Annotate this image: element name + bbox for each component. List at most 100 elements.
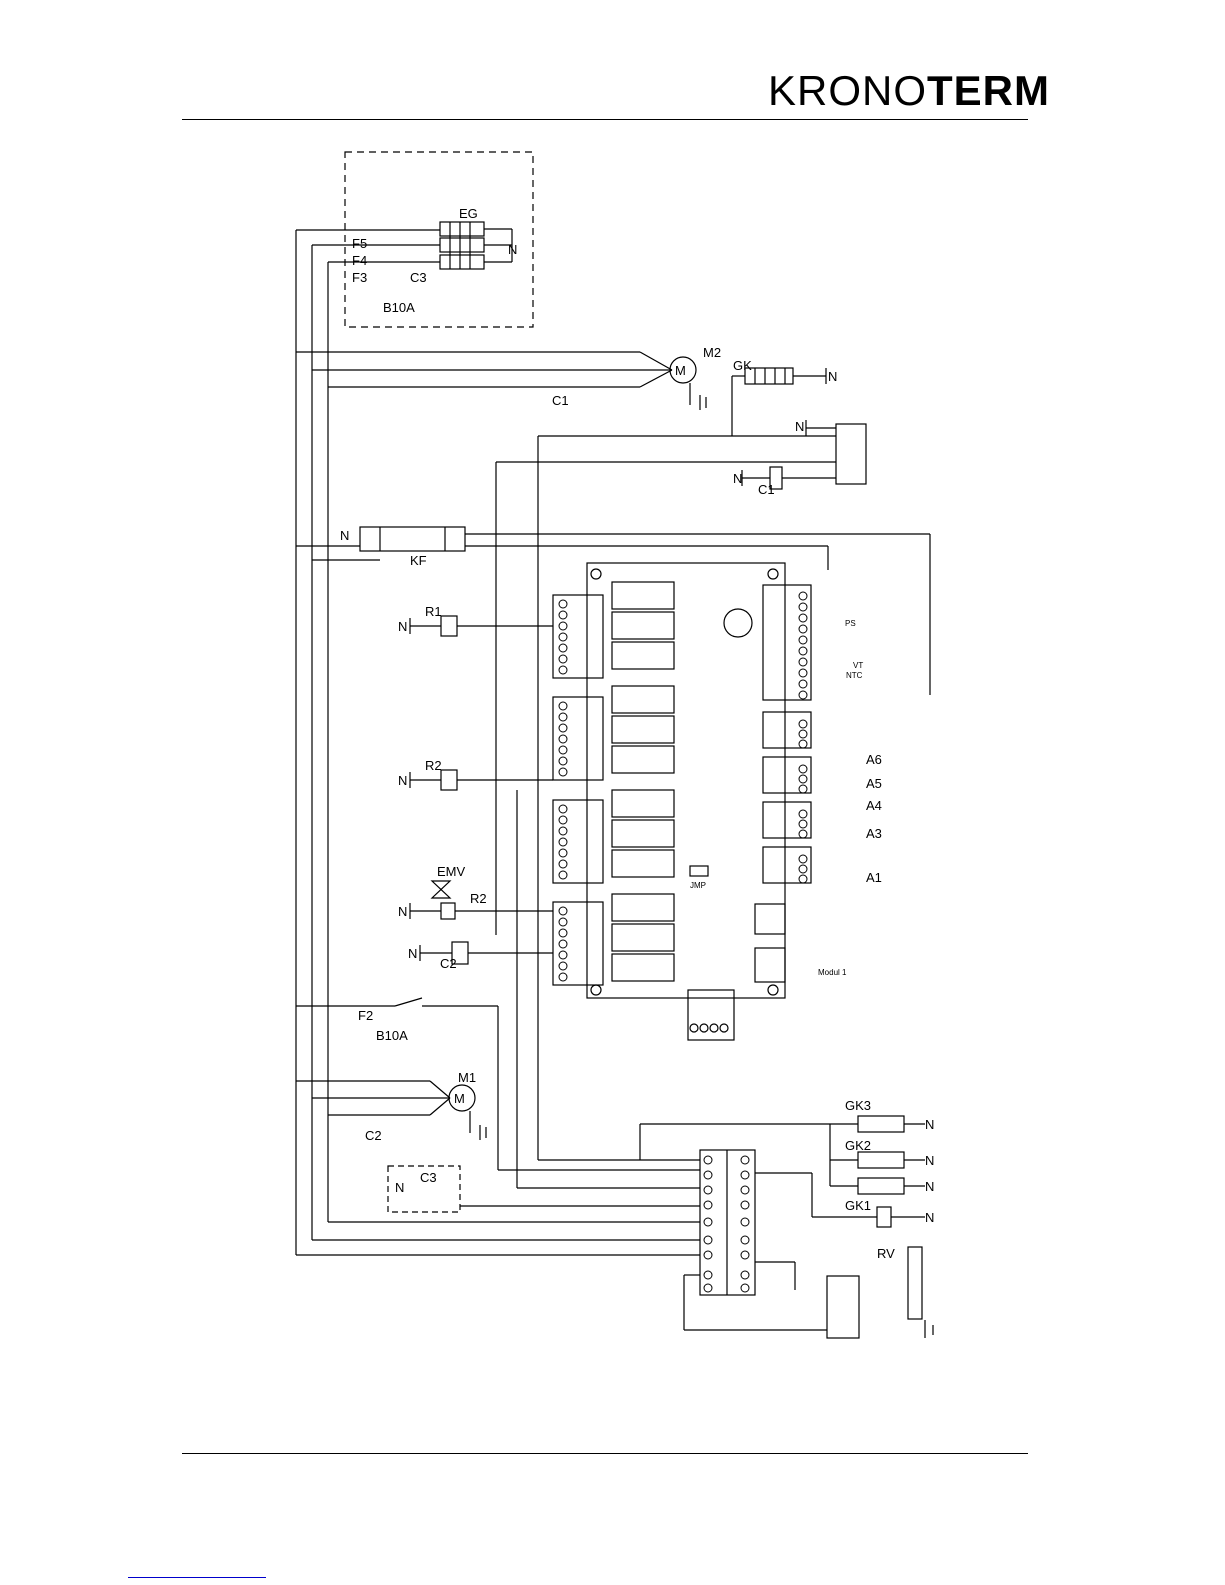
label-ps: PS xyxy=(845,619,856,628)
terminal-screw xyxy=(799,669,807,677)
terminal-screw xyxy=(799,658,807,666)
terminal-screw xyxy=(799,810,807,818)
terminal-screw xyxy=(704,1271,712,1279)
flow-switch-kf xyxy=(360,527,465,551)
label-c2: C2 xyxy=(440,956,457,971)
label-gk3: GK3 xyxy=(845,1098,871,1113)
terminal-screw xyxy=(559,600,567,608)
label-n-rv: N xyxy=(925,1210,934,1225)
terminal-screw xyxy=(559,907,567,915)
label-f4: F4 xyxy=(352,253,367,268)
terminal-screw xyxy=(704,1251,712,1259)
label-emv: EMV xyxy=(437,864,466,879)
label-eg: EG xyxy=(459,206,478,221)
svg-text:M: M xyxy=(454,1091,465,1106)
label-r2-contact: R2 xyxy=(470,891,487,906)
terminal-screw xyxy=(799,647,807,655)
terminal-screw xyxy=(704,1218,712,1226)
label-r2: R2 xyxy=(425,758,442,773)
label-n-kf: N xyxy=(340,528,349,543)
terminal-screw xyxy=(559,633,567,641)
terminal-screw xyxy=(799,820,807,828)
label-m2: M2 xyxy=(703,345,721,360)
terminal-screw xyxy=(559,713,567,721)
terminal-screw xyxy=(741,1218,749,1226)
valve-emv-coil xyxy=(441,903,455,919)
heater-gk1 xyxy=(858,1178,904,1194)
terminal-screw xyxy=(704,1171,712,1179)
label-n-gk2: N xyxy=(925,1153,934,1168)
terminal-screw xyxy=(799,855,807,863)
terminal-screw xyxy=(799,680,807,688)
terminal-screw xyxy=(559,816,567,824)
terminal-screw xyxy=(799,603,807,611)
svg-text:M: M xyxy=(675,363,686,378)
terminal-screw xyxy=(741,1171,749,1179)
label-c2-motor: C2 xyxy=(365,1128,382,1143)
grounding-bar xyxy=(908,1247,922,1319)
label-n-c1: N xyxy=(733,471,742,486)
label-n-c2: N xyxy=(408,946,417,961)
label-n-r2: N xyxy=(398,773,407,788)
label-n-emv: N xyxy=(398,904,407,919)
terminal-screw xyxy=(741,1201,749,1209)
terminal-screw xyxy=(559,611,567,619)
label-c3-bottom: C3 xyxy=(420,1170,437,1185)
terminal-screw xyxy=(559,702,567,710)
label-a1: A1 xyxy=(866,870,882,885)
terminal-screw xyxy=(741,1156,749,1164)
label-vt: VT xyxy=(853,661,863,670)
terminal-screw xyxy=(799,625,807,633)
terminal-screw xyxy=(559,827,567,835)
label-f2: F2 xyxy=(358,1008,373,1023)
label-n-r1: N xyxy=(398,619,407,634)
terminal-screw xyxy=(559,918,567,926)
label-gk: GK xyxy=(733,358,752,373)
label-b10a-top: B10A xyxy=(383,300,415,315)
terminal-screw xyxy=(559,860,567,868)
terminal-screw xyxy=(559,951,567,959)
terminal-screw xyxy=(559,666,567,674)
terminal-screw xyxy=(559,973,567,981)
terminal-screw xyxy=(799,875,807,883)
terminal-screw xyxy=(741,1186,749,1194)
label-c3-top: C3 xyxy=(410,270,427,285)
label-n-gk1: N xyxy=(925,1179,934,1194)
controller-board xyxy=(553,563,811,1040)
terminal-screw xyxy=(559,805,567,813)
label-n-protect: N xyxy=(795,419,804,434)
terminal-screw xyxy=(559,757,567,765)
terminal-screw xyxy=(799,691,807,699)
label-n-c3: N xyxy=(395,1180,404,1195)
label-n-gk: N xyxy=(828,369,837,384)
terminal-screw xyxy=(799,830,807,838)
label-r1: R1 xyxy=(425,604,442,619)
label-m1: M1 xyxy=(458,1070,476,1085)
label-jmp: JMP xyxy=(690,881,706,890)
label-b10a-bottom: B10A xyxy=(376,1028,408,1043)
label-n-eg: N xyxy=(508,242,517,257)
terminal-screw xyxy=(559,838,567,846)
valve-emv-icon xyxy=(432,881,450,898)
heater-element-eg xyxy=(440,222,512,269)
terminal-screw xyxy=(799,865,807,873)
terminal-screw xyxy=(704,1201,712,1209)
terminal-screw xyxy=(559,724,567,732)
electric-heater-enclosure xyxy=(345,152,533,327)
terminal-screw xyxy=(799,775,807,783)
terminal-screw xyxy=(559,735,567,743)
terminal-screw xyxy=(559,644,567,652)
terminal-screw xyxy=(559,940,567,948)
terminal-screw xyxy=(559,871,567,879)
coil-r2 xyxy=(441,770,457,790)
label-c1-coil: C1 xyxy=(758,482,775,497)
terminal-screw xyxy=(559,962,567,970)
terminal-screw xyxy=(741,1284,749,1292)
label-rv: RV xyxy=(877,1246,895,1261)
terminal-screw xyxy=(741,1271,749,1279)
terminal-screw xyxy=(559,929,567,937)
terminal-screw xyxy=(704,1156,712,1164)
terminal-screw xyxy=(559,849,567,857)
label-a3: A3 xyxy=(866,826,882,841)
terminal-screw xyxy=(559,655,567,663)
